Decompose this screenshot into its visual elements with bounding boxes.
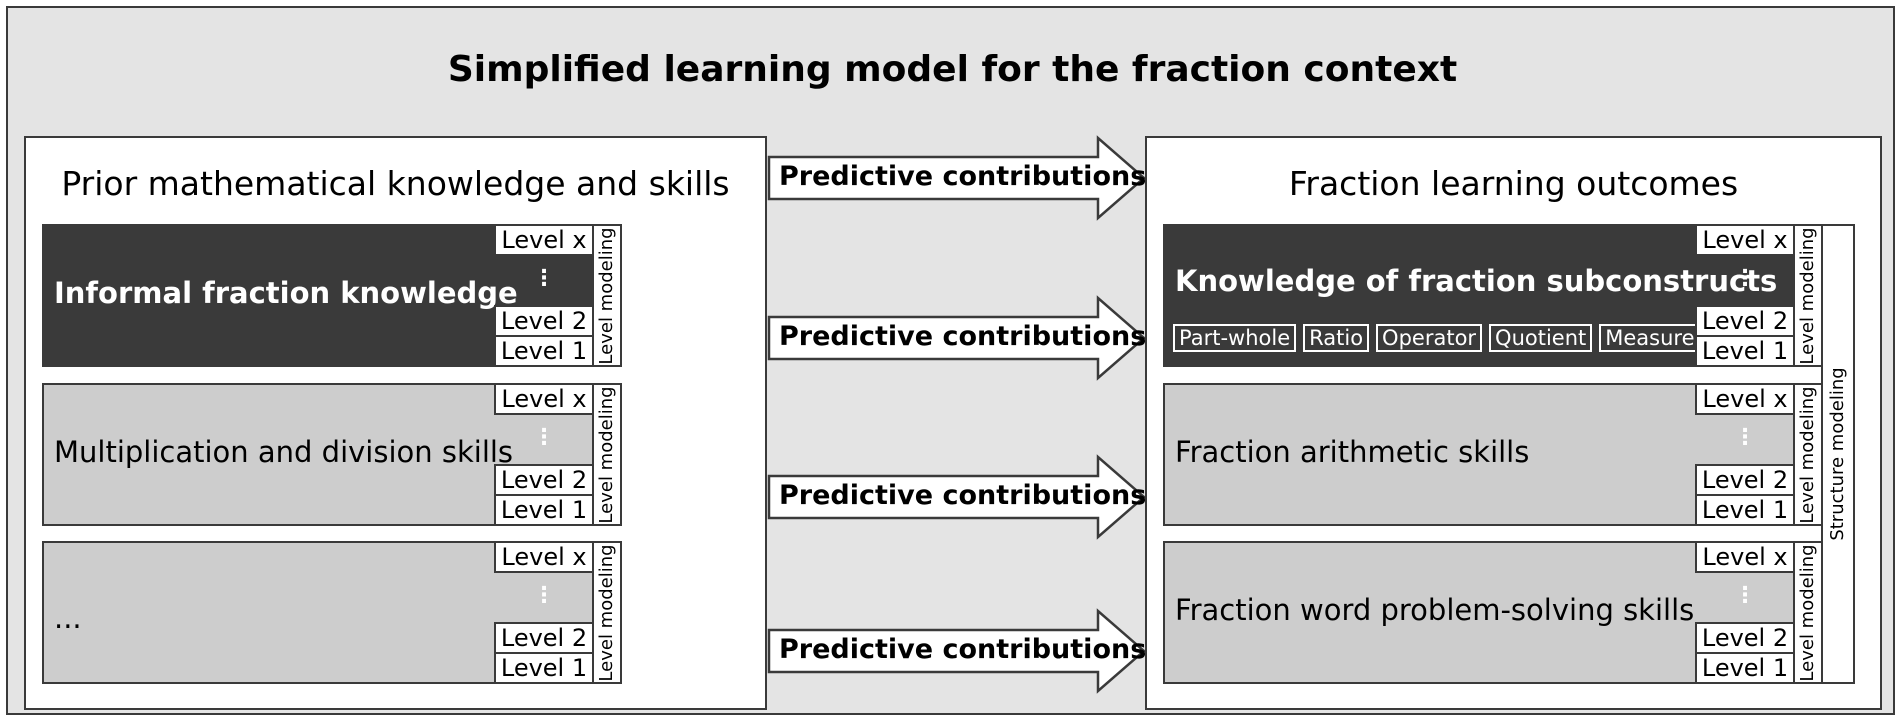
level-2-cell: Level 2 <box>1695 622 1795 654</box>
predictive-arrow <box>767 295 1146 381</box>
level-2-cell: Level 2 <box>1695 464 1795 496</box>
level-1-cell: Level 1 <box>1695 335 1795 367</box>
level-1-cell: Level 1 <box>1695 494 1795 526</box>
level-modeling-label: Level modeling <box>592 224 622 367</box>
ellipsis-icon: ⋮ <box>1734 266 1756 291</box>
box-label: ... <box>54 601 82 635</box>
tag-part-whole: Part-whole <box>1173 324 1297 352</box>
learning-outcomes-panel: Fraction learning outcomes Knowledge of … <box>1145 136 1882 710</box>
predictive-arrow <box>767 454 1146 540</box>
diagram-title: Simplified learning model for the fracti… <box>447 49 1458 90</box>
ellipsis-icon: ⋮ <box>533 425 555 450</box>
level-2-cell: Level 2 <box>494 622 594 654</box>
ellipsis-icon: ⋮ <box>1734 425 1756 450</box>
multiplication-division-box: Multiplication and division skills Level… <box>42 383 594 526</box>
subconstruct-tags: Part-whole Ratio Operator Quotient Measu… <box>1173 324 1701 352</box>
level-x-cell: Level x <box>1695 541 1795 573</box>
level-x-cell: Level x <box>1695 224 1795 256</box>
predictive-arrow <box>767 135 1146 221</box>
arrow-label: Predictive contributions <box>779 634 1147 665</box>
prior-knowledge-panel: Prior mathematical knowledge and skills … <box>24 136 767 710</box>
level-2-cell: Level 2 <box>494 464 594 496</box>
ellipsis-icon: ⋮ <box>533 266 555 291</box>
other-prior-skills-box: ... Level x ⋮ Level 2 Level 1 <box>42 541 594 684</box>
level-x-cell: Level x <box>494 224 594 256</box>
level-modeling-label: Level modeling <box>1793 224 1823 367</box>
word-problem-box: Fraction word problem-solving skills Lev… <box>1163 541 1795 684</box>
level-1-cell: Level 1 <box>494 652 594 684</box>
box-label: Knowledge of fraction subconstructs <box>1175 264 1778 298</box>
level-x-cell: Level x <box>494 541 594 573</box>
tag-ratio: Ratio <box>1303 324 1370 352</box>
tag-quotient: Quotient <box>1489 324 1593 352</box>
level-modeling-label: Level modeling <box>1793 541 1823 684</box>
level-x-cell: Level x <box>494 383 594 415</box>
arrow-label: Predictive contributions <box>779 480 1147 511</box>
diagram-frame: Simplified learning model for the fracti… <box>6 6 1895 715</box>
fraction-arithmetic-box: Fraction arithmetic skills Level x ⋮ Lev… <box>1163 383 1795 526</box>
ellipsis-icon: ⋮ <box>1734 583 1756 608</box>
box-label: Multiplication and division skills <box>54 435 514 469</box>
level-2-cell: Level 2 <box>494 305 594 337</box>
level-2-cell: Level 2 <box>1695 305 1795 337</box>
fraction-subconstructs-box: Knowledge of fraction subconstructs Part… <box>1163 224 1795 367</box>
tag-operator: Operator <box>1376 324 1483 352</box>
level-1-cell: Level 1 <box>1695 652 1795 684</box>
level-1-cell: Level 1 <box>494 494 594 526</box>
level-modeling-label: Level modeling <box>592 541 622 684</box>
right-panel-title: Fraction learning outcomes <box>1288 164 1739 203</box>
structure-modeling-label: Structure modeling <box>1821 224 1855 684</box>
level-modeling-label: Level modeling <box>1793 383 1823 526</box>
ellipsis-icon: ⋮ <box>533 583 555 608</box>
box-label: Fraction word problem-solving skills <box>1175 593 1695 627</box>
arrow-label: Predictive contributions <box>779 161 1147 192</box>
level-modeling-label: Level modeling <box>592 383 622 526</box>
box-label: Fraction arithmetic skills <box>1175 435 1530 469</box>
level-x-cell: Level x <box>1695 383 1795 415</box>
informal-fraction-knowledge-box: Informal fraction knowledge Level x ⋮ Le… <box>42 224 594 367</box>
level-1-cell: Level 1 <box>494 335 594 367</box>
predictive-arrow <box>767 608 1146 694</box>
left-panel-title: Prior mathematical knowledge and skills <box>61 164 730 203</box>
tag-measure: Measure <box>1599 324 1701 352</box>
box-label: Informal fraction knowledge <box>54 276 518 310</box>
arrow-label: Predictive contributions <box>779 321 1147 352</box>
